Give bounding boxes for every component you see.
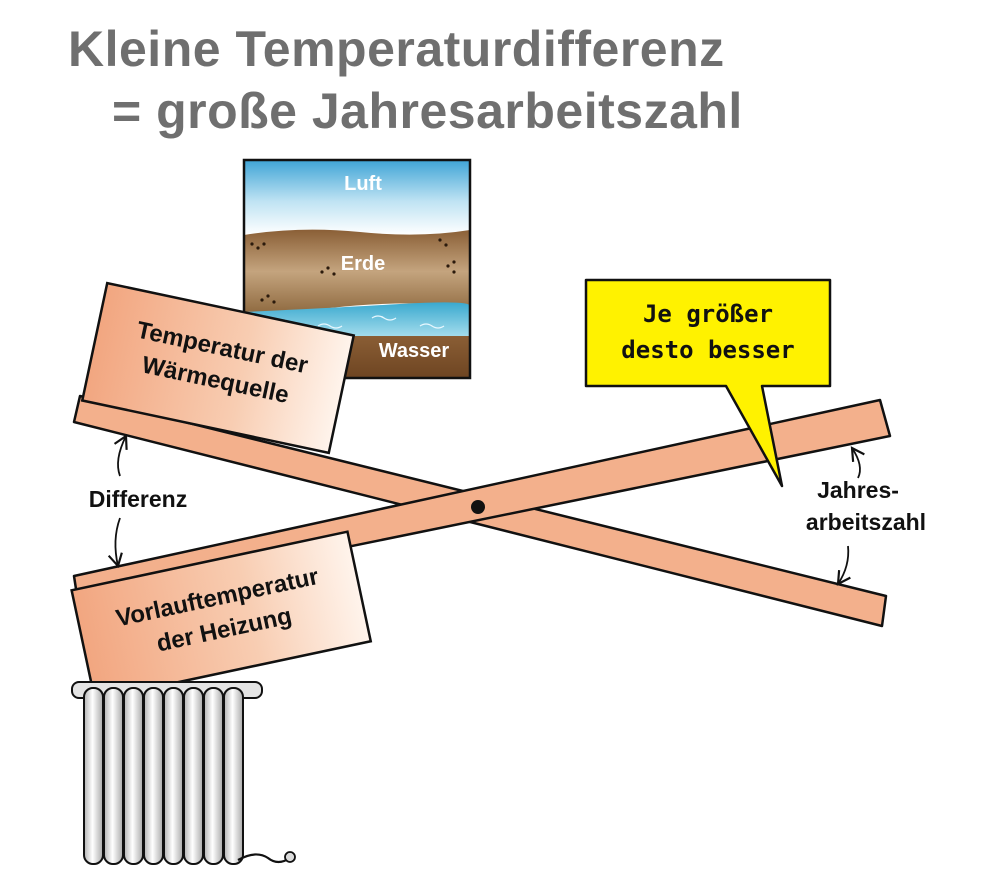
- heat-source-frame: [242, 158, 472, 380]
- label-differenz: Differenz: [89, 486, 187, 512]
- difference-arrow-down: [107, 517, 123, 569]
- label-wasser: Wasser: [379, 340, 450, 362]
- radiator-fin: [103, 687, 124, 865]
- label-annual-factor-2: arbeitszahl: [806, 509, 926, 535]
- radiator-fin: [203, 687, 224, 865]
- annual-factor-arrow-up: [850, 446, 865, 479]
- radiator-fin: [163, 687, 184, 865]
- difference-arrow-up: [113, 434, 128, 477]
- sign-source-temperature: Temperatur der Wärmequelle: [80, 281, 356, 455]
- title-line-1: Kleine Temperaturdifferenz: [68, 21, 725, 77]
- radiator-fin: [143, 687, 164, 865]
- sign-flow-temperature: Vorlauftemperatur der Heizung: [70, 530, 373, 702]
- sky-layer: [244, 160, 470, 235]
- difference-indicator: Differenz: [89, 434, 187, 569]
- title-line-2: = große Jahresarbeitszahl: [112, 83, 743, 139]
- label-annual-factor-1: Jahres-: [817, 477, 899, 503]
- radiator-fin: [123, 687, 144, 865]
- annual-factor-arrow-down: [836, 545, 851, 586]
- radiator-valve: [237, 853, 291, 864]
- soil-layer: [244, 229, 470, 314]
- annual-factor-indicator: Jahres- arbeitszahl: [806, 446, 926, 586]
- radiator-icon: [71, 681, 296, 865]
- speech-bubble-line-1: Je größer: [643, 300, 773, 328]
- label-erde: Erde: [341, 253, 385, 275]
- soil-pebbles: [250, 238, 456, 304]
- pivot-point: [471, 500, 485, 514]
- radiator-fin: [183, 687, 204, 865]
- speech-bubble-line-2: desto besser: [621, 336, 794, 364]
- label-luft: Luft: [344, 173, 382, 195]
- radiator-fin: [83, 687, 104, 865]
- speech-bubble: Je größer desto besser: [584, 278, 832, 488]
- radiator-fin: [223, 687, 244, 865]
